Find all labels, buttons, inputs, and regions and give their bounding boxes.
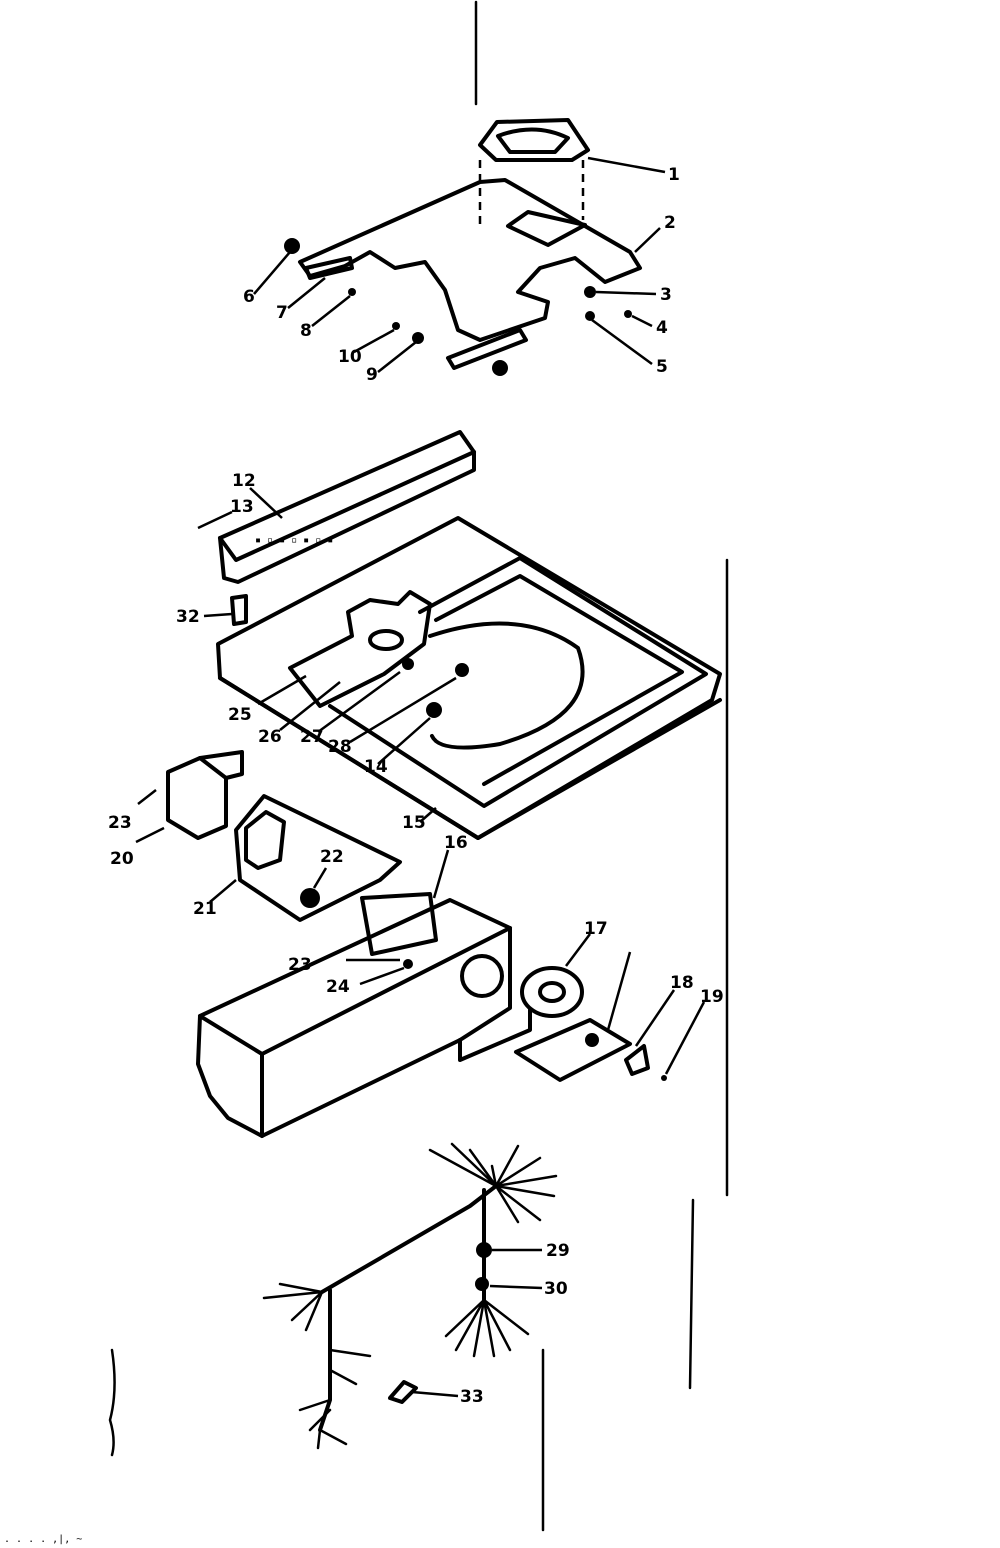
callout-21: 21 xyxy=(193,899,217,919)
callout-8: 8 xyxy=(300,321,312,341)
callout-4: 4 xyxy=(656,318,668,338)
callout-18: 18 xyxy=(670,973,694,993)
callout-2: 2 xyxy=(664,213,676,233)
part-32-clip xyxy=(203,594,248,626)
callout-9: 9 xyxy=(366,365,378,385)
callout-27: 27 xyxy=(300,727,324,747)
callout-10: 10 xyxy=(338,347,362,367)
callout-23a: 23 xyxy=(108,813,132,833)
part-1-hinge-box xyxy=(478,118,666,228)
callout-6: 6 xyxy=(243,287,255,307)
callout-14: 14 xyxy=(364,757,388,777)
part-12-console-panel: ▪ ▫ ▪ ▫ ▪ ▫ ▪ xyxy=(197,430,476,584)
callout-26: 26 xyxy=(258,727,282,747)
callout-12: 12 xyxy=(232,471,256,491)
hardware-parts-3-to-10 xyxy=(253,238,657,376)
callout-23b: 23 xyxy=(288,955,312,975)
parts-20-23-switch-assembly xyxy=(135,750,402,922)
scan-border-lines xyxy=(108,0,729,1532)
callout-32: 32 xyxy=(176,607,200,627)
callout-22: 22 xyxy=(320,847,344,867)
callout-25: 25 xyxy=(228,705,252,725)
callout-30: 30 xyxy=(544,1279,568,1299)
callout-7: 7 xyxy=(276,303,288,323)
callout-13: 13 xyxy=(230,497,254,517)
base-channel xyxy=(196,849,706,1138)
part-2-top-bracket xyxy=(298,178,661,342)
callout-15: 15 xyxy=(402,813,426,833)
callout-24: 24 xyxy=(326,977,350,997)
callout-1: 1 xyxy=(668,165,680,185)
wire-harness xyxy=(262,1142,558,1450)
callout-17: 17 xyxy=(584,919,608,939)
footer-scan-mark: . . . . ,|, ~ xyxy=(4,1534,82,1545)
parts-25-to-28-controls xyxy=(257,590,469,765)
callout-19: 19 xyxy=(700,987,724,1007)
callout-33: 33 xyxy=(460,1387,484,1407)
callout-28: 28 xyxy=(328,737,352,757)
svg-text:▪ ▫ ▪ ▫ ▪ ▫ ▪: ▪ ▫ ▪ ▫ ▪ ▫ ▪ xyxy=(255,535,333,546)
callout-5: 5 xyxy=(656,357,668,377)
callout-29: 29 xyxy=(546,1241,570,1261)
part-15-washer-top xyxy=(216,516,722,840)
callout-20: 20 xyxy=(110,849,134,869)
callout-16: 16 xyxy=(444,833,468,853)
callout-3: 3 xyxy=(660,285,672,305)
callout-labels: 1 2 3 4 5 6 7 8 9 10 12 13 14 15 16 17 1… xyxy=(108,165,724,1407)
